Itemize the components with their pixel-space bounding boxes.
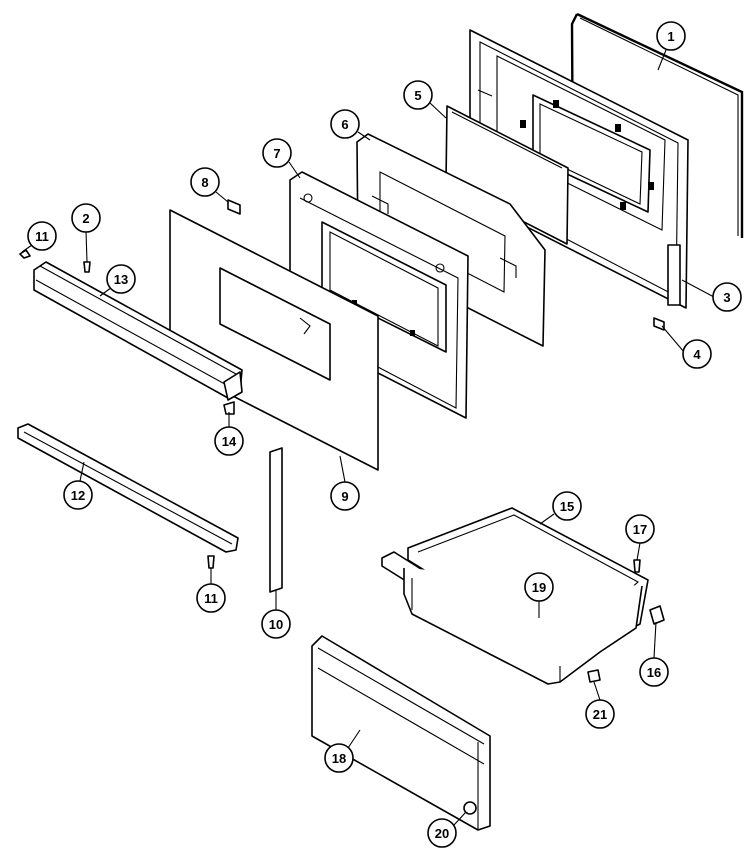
callout-16: 16 <box>639 657 669 687</box>
svg-text:2: 2 <box>82 211 89 226</box>
callout-10: 10 <box>261 609 291 639</box>
svg-text:5: 5 <box>414 88 421 103</box>
callout-19: 19 <box>524 572 554 602</box>
part-knob-20 <box>463 801 477 815</box>
part-drawer <box>381 507 649 685</box>
svg-text:14: 14 <box>222 434 237 449</box>
callout-21: 21 <box>585 699 615 729</box>
svg-text:16: 16 <box>647 665 661 680</box>
callout-8: 8 <box>190 167 220 197</box>
callout-6: 6 <box>330 109 360 139</box>
callout-20: 20 <box>427 818 457 848</box>
callout-18: 18 <box>324 743 354 773</box>
part-inner-door-frame <box>289 171 469 419</box>
callout-5: 5 <box>403 80 433 110</box>
part-door-front <box>169 209 379 471</box>
part-bracket-8 <box>227 199 241 215</box>
svg-text:4: 4 <box>693 347 701 362</box>
part-drawer-front <box>311 635 491 831</box>
callout-2: 2 <box>71 203 101 233</box>
part-slide-16 <box>649 605 665 625</box>
svg-text:3: 3 <box>723 290 730 305</box>
callout-13: 13 <box>106 264 136 294</box>
svg-text:6: 6 <box>341 117 348 132</box>
part-door-glass <box>445 105 569 245</box>
callout-4: 4 <box>682 339 712 369</box>
svg-text:13: 13 <box>114 272 128 287</box>
svg-text:18: 18 <box>332 751 346 766</box>
svg-text:12: 12 <box>71 488 85 503</box>
callout-1: 1 <box>656 21 686 51</box>
callout-15: 15 <box>552 491 582 521</box>
svg-text:8: 8 <box>201 175 208 190</box>
svg-text:11: 11 <box>35 229 49 244</box>
part-clip-4 <box>653 317 665 331</box>
callout-14: 14 <box>214 426 244 456</box>
svg-text:19: 19 <box>532 580 546 595</box>
part-trim-strip <box>269 447 283 593</box>
svg-text:15: 15 <box>560 499 574 514</box>
svg-text:7: 7 <box>273 146 280 161</box>
part-door-handle-upper <box>33 261 243 401</box>
callout-7: 7 <box>262 138 292 168</box>
svg-text:20: 20 <box>435 826 449 841</box>
part-clip-21 <box>587 669 601 683</box>
callout-9: 9 <box>330 481 360 511</box>
callout-11-lower: 11 <box>196 583 226 613</box>
callout-12: 12 <box>63 480 93 510</box>
part-outer-door-panel <box>469 29 689 309</box>
part-clip-14 <box>223 401 235 415</box>
callout-17: 17 <box>625 514 655 544</box>
svg-text:10: 10 <box>269 617 283 632</box>
svg-text:17: 17 <box>633 522 647 537</box>
svg-text:9: 9 <box>341 489 348 504</box>
svg-text:11: 11 <box>204 591 218 606</box>
callout-3: 3 <box>712 282 742 312</box>
svg-text:21: 21 <box>593 707 607 722</box>
callout-11-upper: 11 <box>27 221 57 251</box>
part-lower-trim <box>17 423 239 553</box>
svg-text:1: 1 <box>667 29 674 44</box>
